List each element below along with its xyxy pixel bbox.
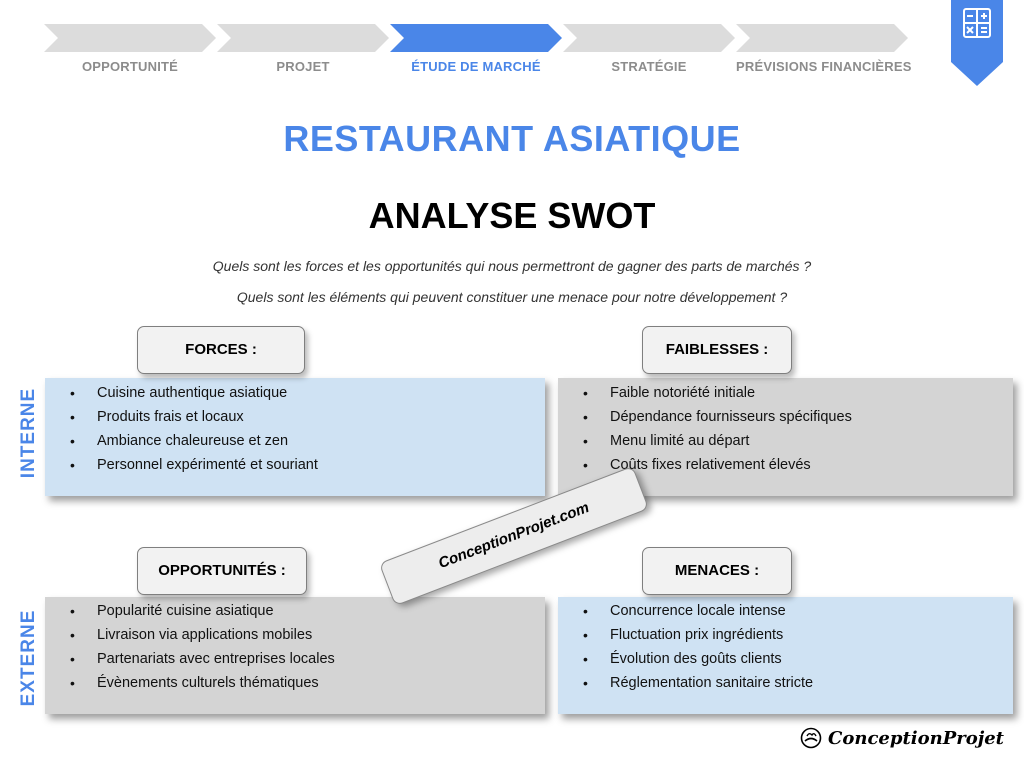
step-label: OPPORTUNITÉ (81, 59, 179, 74)
list-item: Partenariats avec entreprises locales (45, 647, 545, 671)
list-item: Concurrence locale intense (558, 599, 1013, 623)
step-label: ÉTUDE DE MARCHÉ (411, 59, 541, 74)
axis-label-interne: INTERNE (18, 387, 39, 479)
step-projet[interactable]: PROJET (217, 24, 389, 84)
list-item: Fluctuation prix ingrédients (558, 623, 1013, 647)
bookmark-ribbon (951, 0, 1003, 86)
step-label: PROJET (276, 59, 330, 74)
list-item: Coûts fixes relativement élevés (558, 453, 1013, 477)
list-item: Évolution des goûts clients (558, 647, 1013, 671)
list-item: Évènements culturels thématiques (45, 671, 545, 695)
page-subtitle: ANALYSE SWOT (368, 195, 656, 236)
brand-logo: ConceptionProjet (800, 727, 1004, 749)
list-item: Menu limité au départ (558, 429, 1013, 453)
step-etude-de-marche[interactable]: ÉTUDE DE MARCHÉ (390, 24, 562, 84)
opportunites-heading: OPPORTUNITÉS : (137, 547, 307, 595)
list-item: Produits frais et locaux (45, 405, 545, 429)
list-item: Livraison via applications mobiles (45, 623, 545, 647)
progress-steps: OPPORTUNITÉ PROJET ÉTUDE DE MARCHÉ STRAT… (44, 24, 944, 84)
question-2: Quels sont les éléments qui peuvent cons… (236, 289, 788, 305)
brand-name: ConceptionProjet (828, 727, 1004, 749)
quadrant-forces: Cuisine authentique asiatique Produits f… (45, 378, 545, 496)
axis-label-externe: EXTERNE (18, 609, 39, 707)
menaces-heading: MENACES : (642, 547, 792, 595)
list-item: Dépendance fournisseurs spécifiques (558, 405, 1013, 429)
quadrant-opportunites: Popularité cuisine asiatique Livraison v… (45, 597, 545, 714)
step-strategie[interactable]: STRATÉGIE (563, 24, 735, 84)
forces-heading: FORCES : (137, 326, 305, 374)
question-1: Quels sont les forces et les opportunité… (212, 258, 812, 274)
step-opportunite[interactable]: OPPORTUNITÉ (44, 24, 216, 84)
page-title: RESTAURANT ASIATIQUE (283, 118, 741, 159)
list-item: Réglementation sanitaire stricte (558, 671, 1013, 695)
step-previsions-financieres[interactable]: PRÉVISIONS FINANCIÈRES (736, 24, 912, 84)
list-item: Personnel expérimenté et souriant (45, 453, 545, 477)
calculator-icon (963, 8, 991, 38)
list-item: Ambiance chaleureuse et zen (45, 429, 545, 453)
list-item: Faible notoriété initiale (558, 381, 1013, 405)
list-item: Cuisine authentique asiatique (45, 381, 545, 405)
faiblesses-heading: FAIBLESSES : (642, 326, 792, 374)
quadrant-menaces: Concurrence locale intense Fluctuation p… (558, 597, 1013, 714)
step-label: PRÉVISIONS FINANCIÈRES (736, 59, 912, 74)
list-item: Popularité cuisine asiatique (45, 599, 545, 623)
step-label: STRATÉGIE (611, 59, 687, 74)
chef-hat-icon (800, 727, 822, 749)
